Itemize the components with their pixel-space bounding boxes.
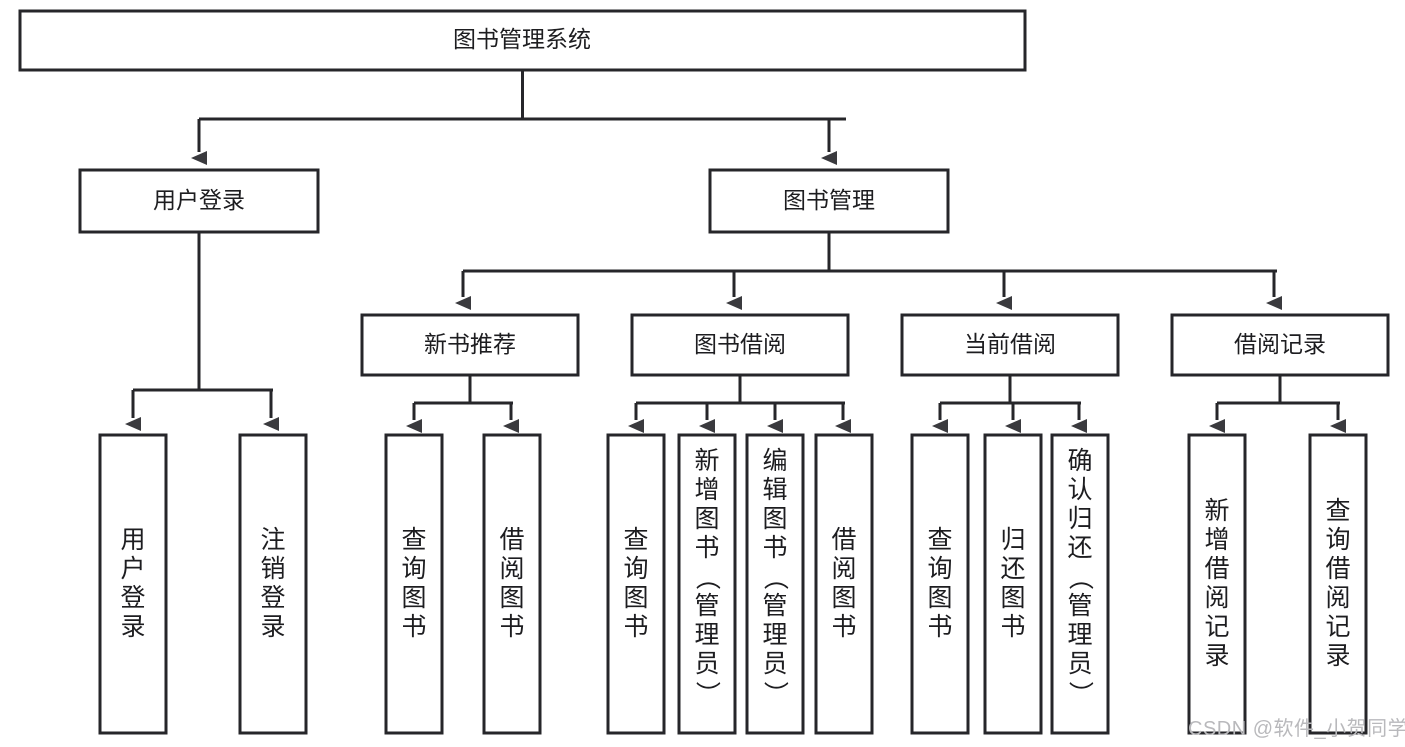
node-label-user-login: 用户登录 (153, 187, 245, 213)
leaf-rect-query-books-current[interactable] (910, 433, 970, 735)
connector-group-new-book-recommend (406, 375, 519, 433)
connector-group-current-borrow (932, 375, 1087, 433)
leaf-rect-edit-book-admin[interactable] (745, 433, 805, 735)
node-rect-new-book-recommend (360, 313, 580, 377)
connector-group-root (191, 70, 846, 165)
node-rect-borrow-records (1170, 313, 1390, 377)
node-label-borrow-records: 借阅记录 (1234, 331, 1326, 357)
node-rect-book-management (708, 168, 950, 234)
leaf-rect-confirm-return-admin[interactable] (1050, 433, 1110, 735)
leaf-rect-borrow-books-recommend[interactable] (482, 433, 542, 735)
node-rect-book-borrow (630, 313, 850, 377)
leaf-node-group (98, 433, 1368, 735)
node-current-borrow[interactable]: 当前借阅 (900, 313, 1120, 377)
leaf-rect-return-book[interactable] (983, 433, 1043, 735)
node-book-management[interactable]: 图书管理 (708, 168, 950, 234)
node-label-new-book-recommend: 新书推荐 (424, 331, 516, 357)
node-rect-current-borrow (900, 313, 1120, 377)
leaf-rect-logout-login[interactable] (238, 433, 308, 735)
node-borrow-records[interactable]: 借阅记录 (1170, 313, 1390, 377)
leaf-rect-query-borrow-record[interactable] (1308, 433, 1368, 735)
leaf-rect-add-borrow-record[interactable] (1187, 433, 1247, 735)
node-label-book-borrow: 图书借阅 (694, 331, 786, 357)
node-root-system[interactable]: 图书管理系统 (18, 9, 1027, 72)
csdn-watermark: CSDN @软件_小贺同学 (1188, 718, 1405, 740)
leaf-rect-add-book-admin[interactable] (677, 433, 737, 735)
leaf-rect-user-login[interactable] (98, 433, 168, 735)
leaf-rect-query-books-recommend[interactable] (384, 433, 444, 735)
connector-group-book-borrow (628, 375, 851, 433)
leaf-rect-borrow-book[interactable] (814, 433, 874, 735)
node-new-book-recommend[interactable]: 新书推荐 (360, 313, 580, 377)
node-label-book-management: 图书管理 (783, 187, 875, 213)
connector-group-borrow-records (1209, 375, 1346, 433)
node-book-borrow[interactable]: 图书借阅 (630, 313, 850, 377)
leaf-rect-query-books-borrow[interactable] (606, 433, 666, 735)
connector-group-book-management (455, 232, 1282, 310)
node-rect-root (18, 9, 1027, 72)
connector-group-user-login (125, 232, 279, 431)
node-user-login[interactable]: 用户登录 (78, 168, 320, 234)
node-label-root: 图书管理系统 (453, 26, 591, 52)
node-label-current-borrow: 当前借阅 (964, 331, 1056, 357)
node-rect-user-login (78, 168, 320, 234)
